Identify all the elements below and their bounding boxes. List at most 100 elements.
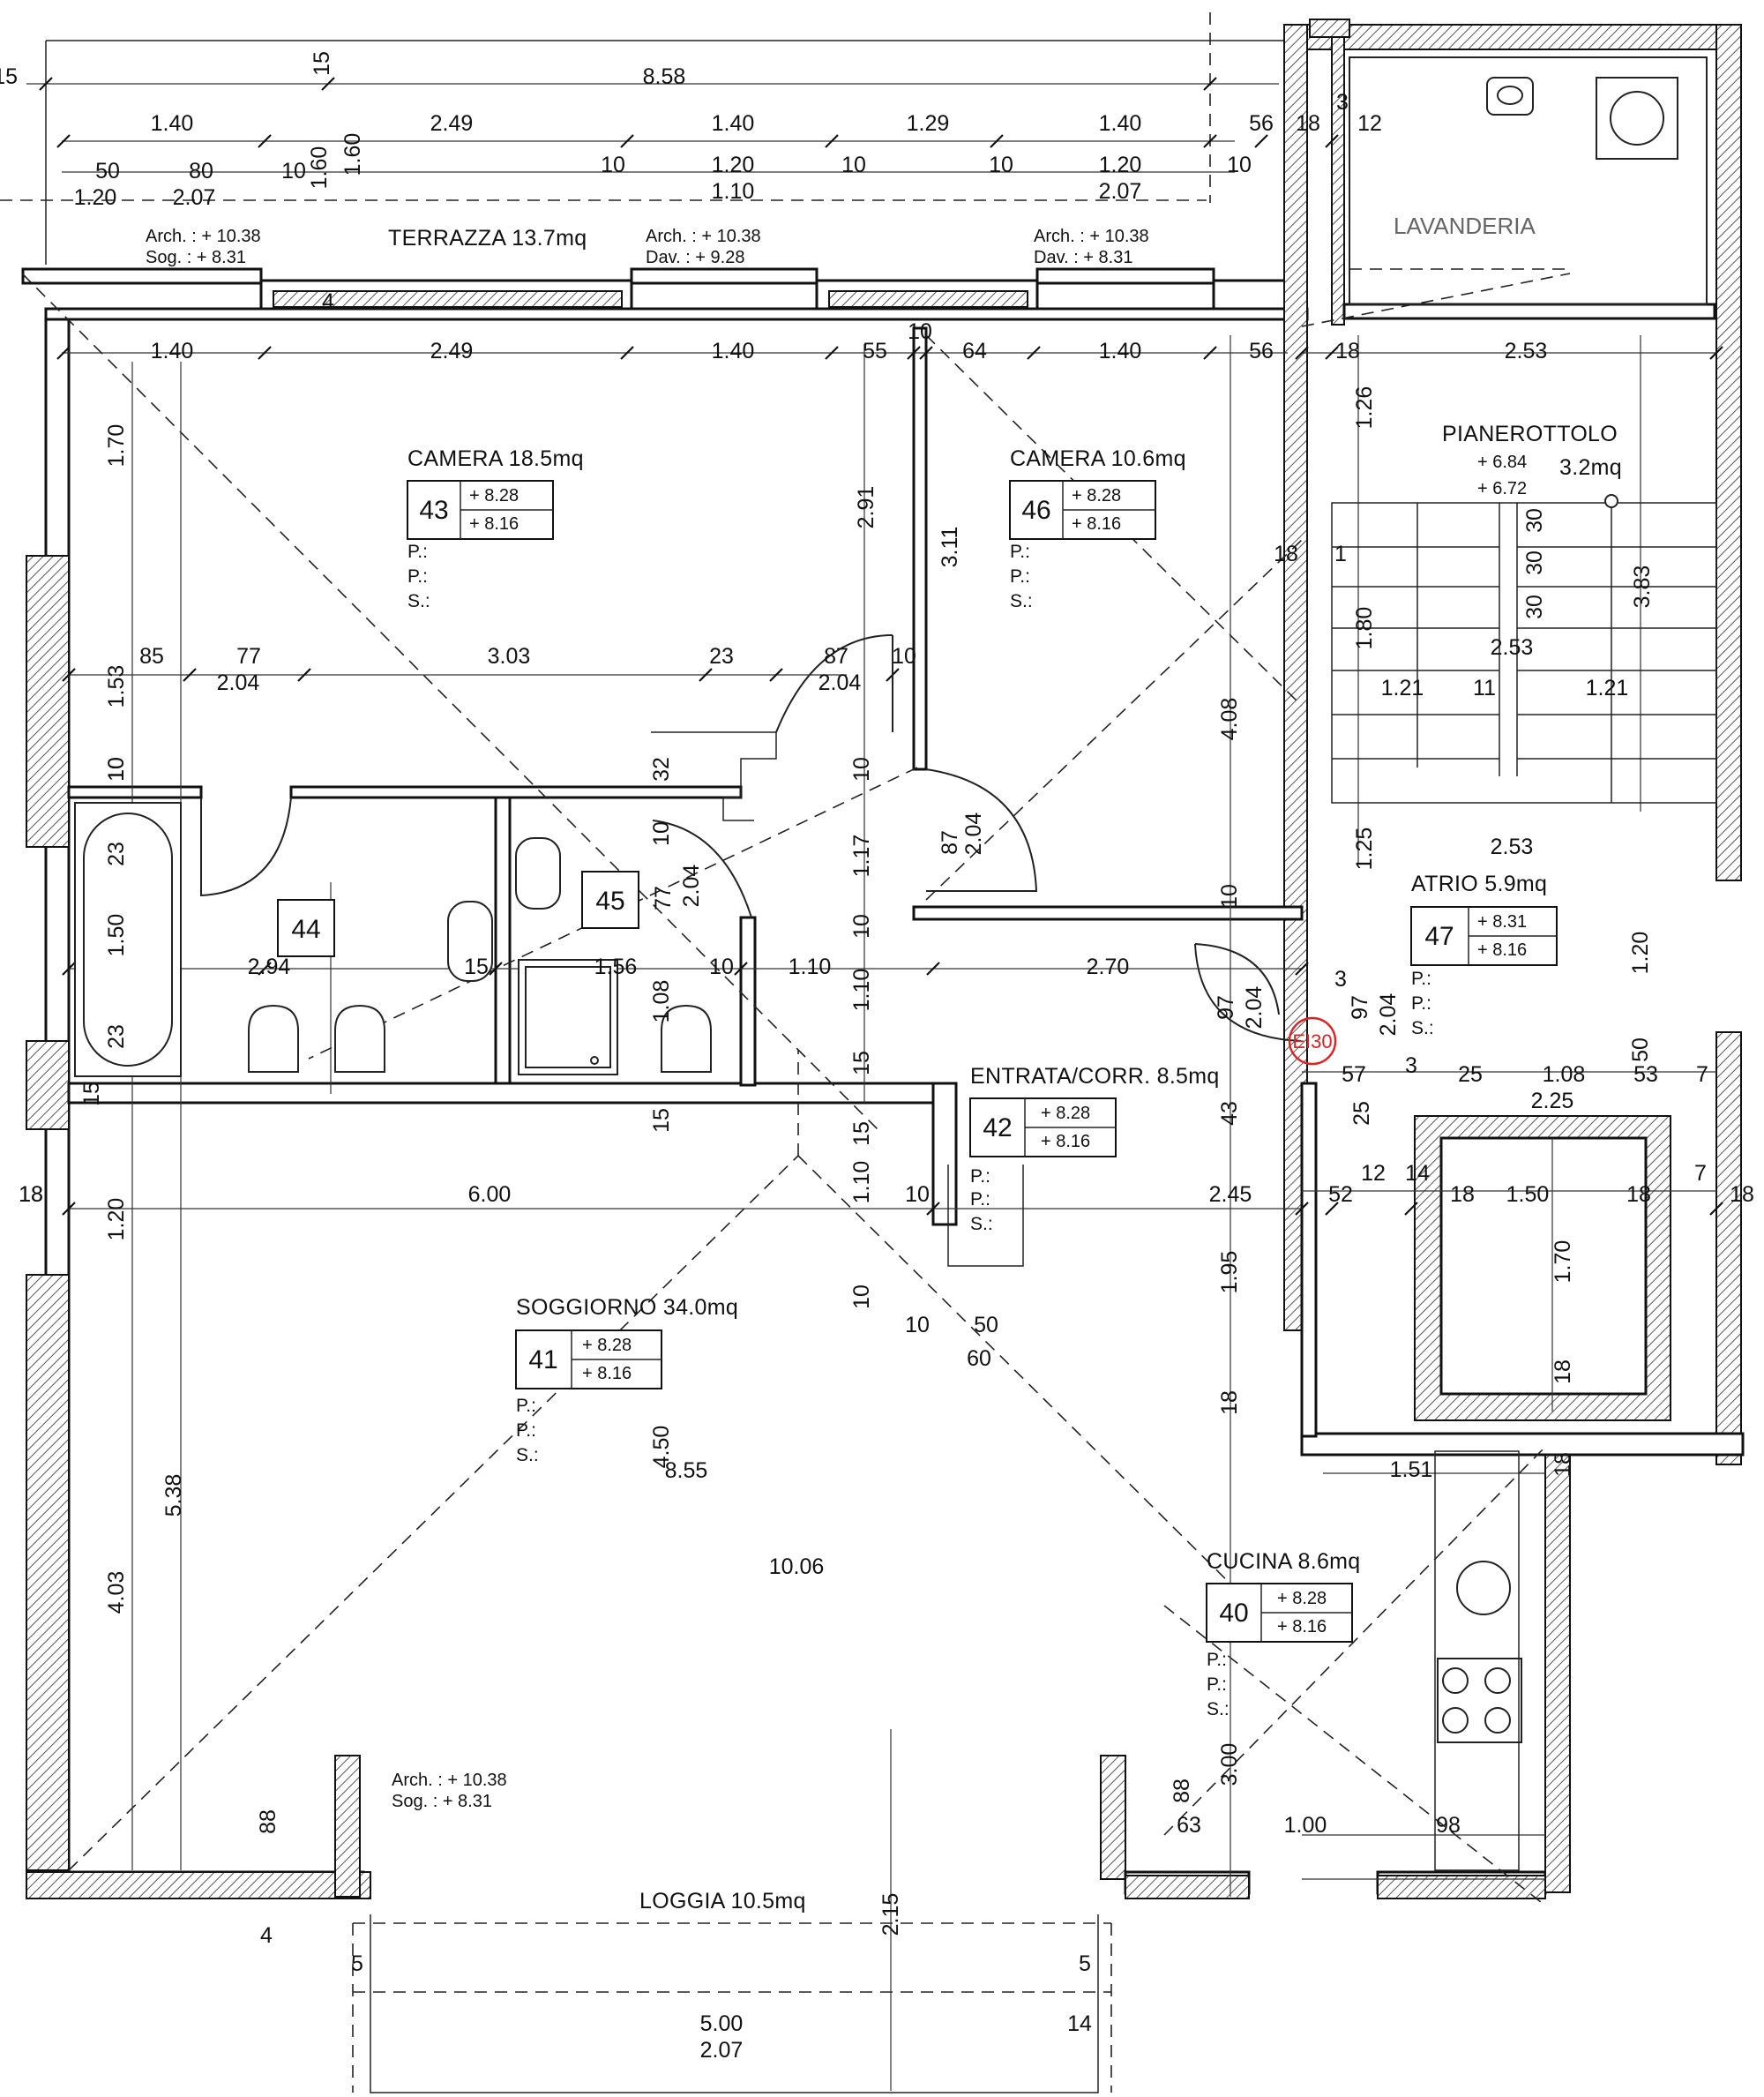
svg-text:S.:: S.:: [1411, 1018, 1434, 1038]
dimension-tick: [297, 668, 311, 682]
room-bagno-44: 44: [277, 899, 335, 957]
svg-text:2.94: 2.94: [248, 955, 291, 979]
laundry-fixtures: [1349, 56, 1708, 305]
dimension-tick: [1404, 1202, 1418, 1216]
svg-text:10: 10: [104, 757, 129, 782]
dimension-tick: [919, 346, 933, 360]
dimension-tick: [825, 346, 839, 360]
svg-text:1.40: 1.40: [151, 339, 194, 363]
svg-text:1: 1: [1334, 542, 1347, 566]
svg-text:87: 87: [938, 830, 962, 855]
svg-text:11: 11: [1473, 676, 1496, 700]
fire-door-marker: EI30: [1288, 1016, 1337, 1066]
dimension-tick: [926, 962, 940, 976]
svg-text:3: 3: [1334, 967, 1347, 992]
room-loggia: LOGGIA 10.5mq: [639, 1889, 806, 1914]
svg-text:10: 10: [849, 1284, 874, 1309]
svg-text:Arch. : + 10.38: Arch. : + 10.38: [392, 1771, 507, 1790]
svg-text:P.:: P.:: [1010, 542, 1030, 562]
room-bagno-45: 45: [581, 871, 639, 929]
svg-text:P.:: P.:: [407, 566, 428, 587]
doors: [200, 634, 1302, 1042]
outer-walls: [26, 19, 1745, 1899]
svg-text:15: 15: [649, 1108, 674, 1133]
dimension-tick: [620, 346, 634, 360]
svg-text:1.20: 1.20: [1628, 932, 1653, 975]
dimension-tick: [258, 134, 272, 148]
dimension-tick: [62, 962, 76, 976]
svg-text:8.55: 8.55: [665, 1458, 708, 1483]
room-number: 46: [1021, 496, 1050, 525]
svg-text:1.08: 1.08: [1543, 1062, 1586, 1087]
room-name: ATRIO 5.9mq: [1411, 872, 1547, 896]
svg-text:15: 15: [464, 955, 489, 979]
svg-text:23: 23: [104, 1024, 129, 1049]
room-name: PIANEROTTOLO: [1442, 422, 1618, 446]
svg-text:3: 3: [1405, 1053, 1417, 1078]
bidet-toilet: [248, 837, 712, 1073]
room-camera-43: CAMERA 18.5mq 43 + 8.28 + 8.16 P.: P.: S…: [407, 446, 584, 611]
room-name: LOGGIA 10.5mq: [639, 1889, 806, 1914]
svg-text:2.04: 2.04: [1376, 993, 1401, 1037]
svg-text:10: 10: [905, 1182, 930, 1207]
svg-text:10: 10: [601, 153, 625, 177]
svg-text:4.50: 4.50: [649, 1426, 674, 1469]
svg-text:18: 18: [1296, 111, 1320, 136]
svg-text:2.49: 2.49: [430, 111, 474, 136]
svg-text:1.51: 1.51: [1390, 1457, 1433, 1482]
svg-text:56: 56: [1249, 111, 1274, 136]
svg-text:10: 10: [908, 319, 932, 344]
dimension-lines: [26, 83, 1716, 2091]
dimensions-camera: 1.70 85 77 2.04 3.03 23 87 10 2.04 1.53 …: [104, 424, 1347, 782]
room-soggiorno-41: SOGGIORNO 34.0mq 41 + 8.28 + 8.16 P.: P.…: [515, 1295, 738, 1465]
svg-text:1.29: 1.29: [907, 111, 950, 136]
svg-text:5: 5: [1079, 1951, 1091, 1976]
svg-text:97: 97: [1214, 995, 1238, 1020]
dimension-ticks: [39, 77, 1723, 1216]
svg-text:88: 88: [1170, 1779, 1194, 1803]
svg-text:1.21: 1.21: [1381, 676, 1424, 700]
room-camera-46: CAMERA 10.6mq 46 + 8.28 + 8.16 P.: P.: S…: [1009, 446, 1186, 611]
svg-text:10: 10: [709, 955, 734, 979]
svg-text:1.56: 1.56: [594, 955, 638, 979]
level-bottom: + 8.16: [582, 1364, 632, 1383]
svg-text:1.50: 1.50: [1506, 1182, 1550, 1207]
room-name: CAMERA 18.5mq: [407, 446, 584, 471]
dimension-tick: [39, 77, 53, 91]
terrace: [0, 12, 1304, 321]
dimension-tick: [1325, 134, 1339, 148]
svg-text:7: 7: [1696, 1062, 1708, 1087]
dimension-tick: [183, 668, 197, 682]
room-name: LAVANDERIA: [1394, 213, 1536, 239]
svg-text:85: 85: [139, 644, 164, 669]
svg-text:55: 55: [863, 339, 887, 363]
svg-text:63: 63: [1177, 1813, 1201, 1838]
staircase: [1331, 494, 1717, 804]
dimension-tick: [1325, 1202, 1339, 1216]
svg-text:98: 98: [1436, 1813, 1461, 1838]
svg-text:10: 10: [892, 644, 916, 669]
note-terrazza-right: Arch. : + 10.38 Dav. : + 8.31: [1034, 227, 1149, 267]
svg-text:2.15: 2.15: [878, 1893, 903, 1936]
svg-text:10: 10: [281, 159, 306, 183]
room-cucina-40: CUCINA 8.6mq 40 + 8.28 + 8.16 P.: P.: S.…: [1206, 1549, 1361, 1719]
svg-text:4: 4: [322, 289, 334, 314]
note-loggia: Arch. : + 10.38 Sog. : + 8.31: [392, 1771, 507, 1811]
dimension-tick: [62, 1202, 76, 1216]
svg-text:77: 77: [651, 886, 676, 910]
svg-text:1.17: 1.17: [849, 835, 874, 878]
shower-tray: [518, 959, 618, 1075]
dimension-tick: [1203, 346, 1217, 360]
dimension-tick: [699, 668, 713, 682]
svg-text:18: 18: [19, 1182, 43, 1207]
svg-text:3.11: 3.11: [938, 527, 962, 568]
svg-text:4.03: 4.03: [104, 1571, 129, 1614]
svg-text:2.04: 2.04: [679, 865, 704, 908]
svg-text:2.91: 2.91: [854, 486, 878, 529]
svg-text:4.08: 4.08: [1217, 698, 1242, 741]
svg-text:P.:: P.:: [970, 1166, 990, 1187]
room-name: CUCINA 8.6mq: [1207, 1549, 1361, 1574]
svg-text:1.70: 1.70: [104, 424, 129, 468]
dimension-tick: [62, 668, 76, 682]
